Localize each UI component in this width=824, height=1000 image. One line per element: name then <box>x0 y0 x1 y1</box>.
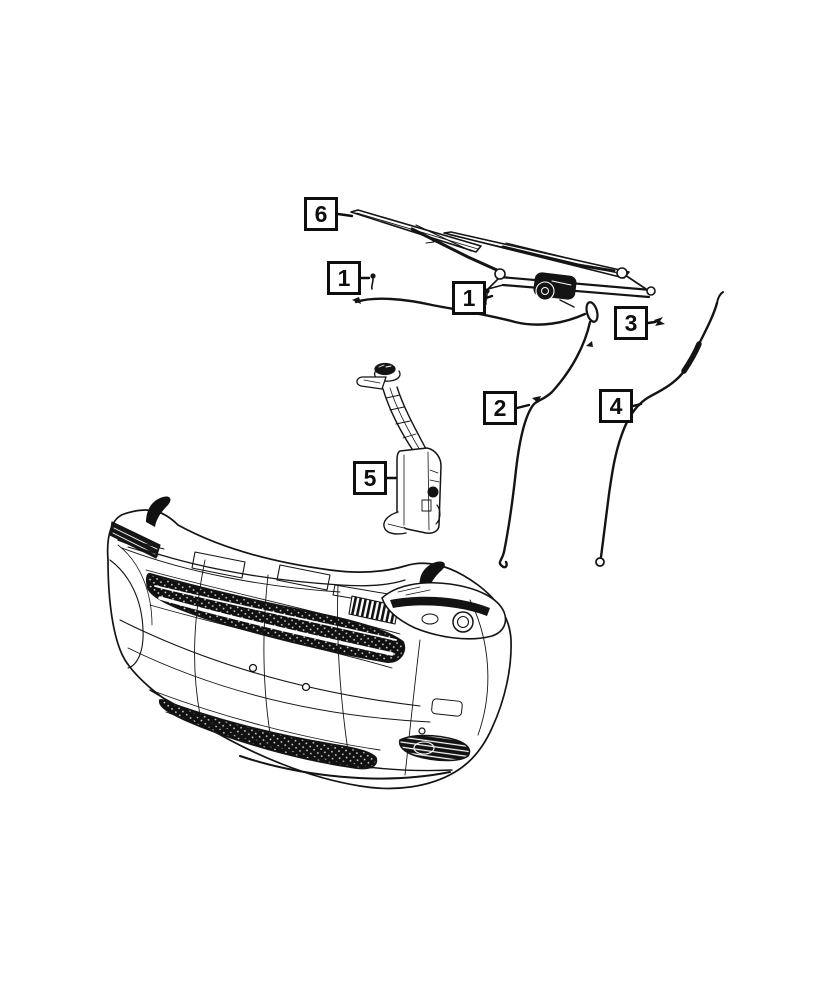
front-bumper-fascia <box>106 496 512 790</box>
callout-5-reservoir[interactable]: 5 <box>353 461 387 495</box>
bracket-fin-left <box>146 496 171 527</box>
wiper-motor <box>533 272 577 308</box>
callout-1-nozzle-right[interactable]: 1 <box>452 281 486 315</box>
callout-leader <box>336 212 354 218</box>
upper-grille-mesh <box>145 572 406 663</box>
washer-pump <box>427 486 439 498</box>
hose-end-grommet <box>595 557 605 567</box>
grille-slat-vent <box>348 595 399 625</box>
wiper-linkage-assembly <box>350 209 656 308</box>
callout-4-hose[interactable]: 4 <box>599 389 633 423</box>
callout-6-wiper[interactable]: 6 <box>304 197 338 231</box>
hose-clip-icon <box>654 317 665 326</box>
parking-sensor <box>301 682 311 692</box>
tow-hook-cover <box>431 698 463 717</box>
callout-leader <box>646 320 657 325</box>
washer-hose-2 <box>498 320 593 569</box>
headlamp-right <box>381 581 507 640</box>
reservoir-cap <box>374 362 396 376</box>
callout-leaders <box>336 212 657 480</box>
parking-sensor <box>248 663 258 673</box>
callout-leader <box>484 294 494 300</box>
parking-sensor <box>418 727 426 735</box>
washer-reservoir <box>356 362 442 535</box>
washer-hose-4 <box>595 291 724 567</box>
washer-nozzle-icon-left <box>370 273 376 290</box>
callout-2-hose[interactable]: 2 <box>483 391 517 425</box>
reservoir-bottle <box>396 447 442 534</box>
callout-3-clip[interactable]: 3 <box>614 306 648 340</box>
fog-lamp <box>398 734 471 762</box>
hose-loop <box>585 301 599 323</box>
headlamp-left <box>109 521 161 559</box>
callout-leader <box>515 403 531 410</box>
callout-1-nozzle-left[interactable]: 1 <box>327 261 361 295</box>
callout-leader <box>631 402 643 408</box>
reservoir-filler-spout <box>356 376 387 390</box>
